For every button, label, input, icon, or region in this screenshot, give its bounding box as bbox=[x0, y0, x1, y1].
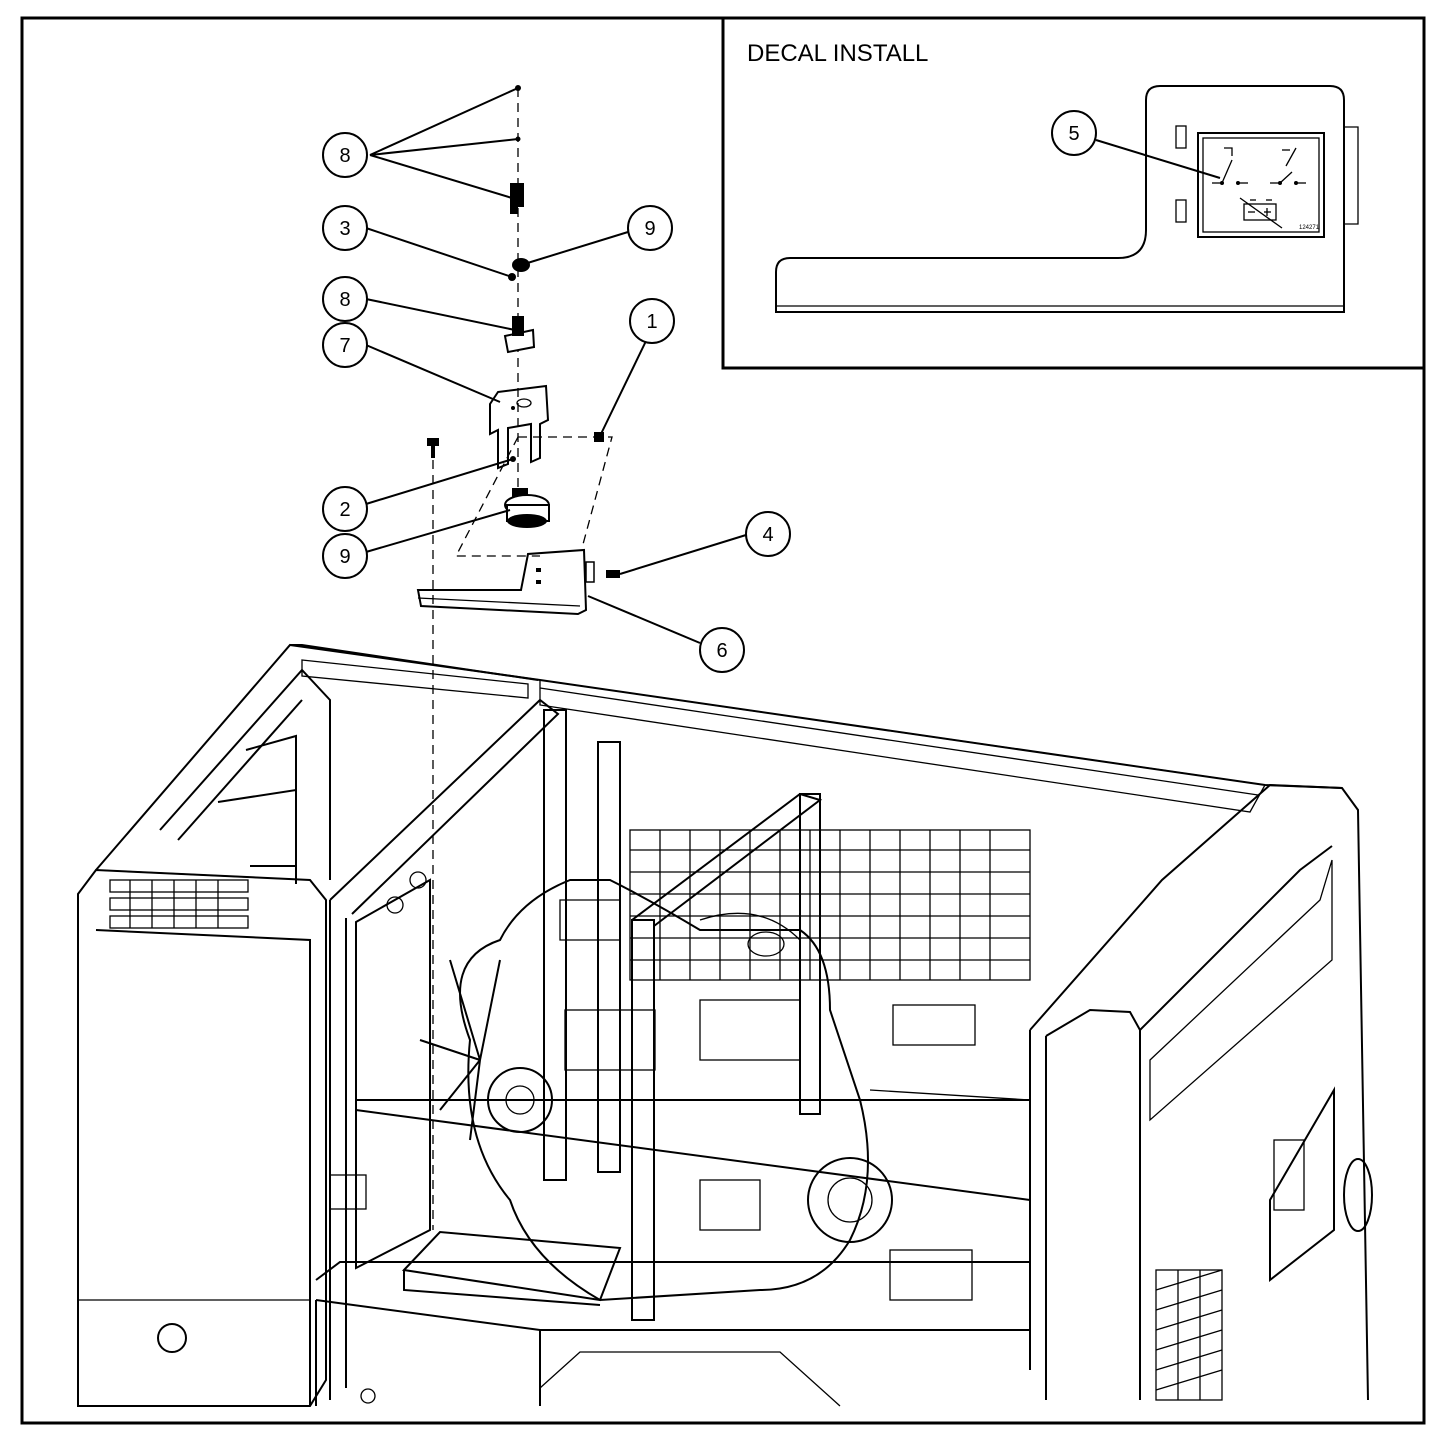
callout-8-top: 8 bbox=[322, 132, 368, 178]
svg-text:9: 9 bbox=[339, 546, 350, 568]
long-screw bbox=[427, 438, 439, 458]
inset-title: DECAL INSTALL bbox=[747, 40, 928, 67]
control-panel-vents bbox=[109, 879, 249, 929]
key-switch bbox=[504, 488, 550, 528]
control-panel-outline bbox=[775, 85, 1345, 313]
mounting-screw bbox=[594, 432, 604, 442]
callout-6: 6 bbox=[699, 627, 745, 673]
callout-9-top: 9 bbox=[627, 205, 673, 251]
svg-text:4: 4 bbox=[762, 524, 773, 546]
svg-text:9: 9 bbox=[644, 218, 655, 240]
svg-text:1: 1 bbox=[646, 311, 657, 333]
svg-text:8: 8 bbox=[339, 289, 350, 311]
svg-text:8: 8 bbox=[339, 145, 350, 167]
access-port bbox=[157, 1323, 187, 1353]
callout-2: 2 bbox=[322, 486, 368, 532]
decal-outer bbox=[1197, 132, 1325, 238]
preheat-switch-icon bbox=[1212, 147, 1248, 185]
callout-5: 5 bbox=[1051, 110, 1097, 156]
svg-text:5: 5 bbox=[1068, 123, 1079, 145]
engine-assembly bbox=[419, 879, 893, 1302]
svg-text:2: 2 bbox=[339, 499, 350, 521]
callout-1: 1 bbox=[629, 298, 675, 344]
right-side-vents bbox=[1155, 1269, 1223, 1401]
svg-text:3: 3 bbox=[339, 218, 350, 240]
battery-icon bbox=[1239, 197, 1283, 229]
svg-text:6: 6 bbox=[716, 640, 727, 662]
decal-code: 124271 bbox=[1299, 225, 1320, 231]
start-switch-icon bbox=[1270, 147, 1306, 185]
decal-install-inset: DECAL INSTALL bbox=[721, 16, 1426, 370]
callout-7: 7 bbox=[322, 322, 368, 368]
callout-9-bottom: 9 bbox=[322, 533, 368, 579]
exploded-parts bbox=[416, 85, 620, 1230]
elbow-fitting bbox=[510, 183, 524, 214]
svg-text:7: 7 bbox=[339, 335, 350, 357]
callout-8-mid: 8 bbox=[322, 276, 368, 322]
callout-3: 3 bbox=[322, 205, 368, 251]
rear-grille bbox=[629, 829, 1031, 981]
decal-inner bbox=[1202, 137, 1320, 233]
switch-mount-plate bbox=[416, 548, 588, 616]
callout-4: 4 bbox=[745, 511, 791, 557]
hex-bolt bbox=[606, 570, 620, 578]
panel-slot-top bbox=[1175, 125, 1187, 149]
u-bracket bbox=[489, 384, 550, 470]
bracket-alignment-lines bbox=[454, 436, 613, 557]
panel-side-tab bbox=[1344, 126, 1359, 225]
generator-enclosure bbox=[77, 643, 1373, 1407]
panel-slot-bottom bbox=[1175, 199, 1187, 223]
leader-lines bbox=[365, 87, 1221, 644]
small-mount-post bbox=[512, 316, 524, 336]
